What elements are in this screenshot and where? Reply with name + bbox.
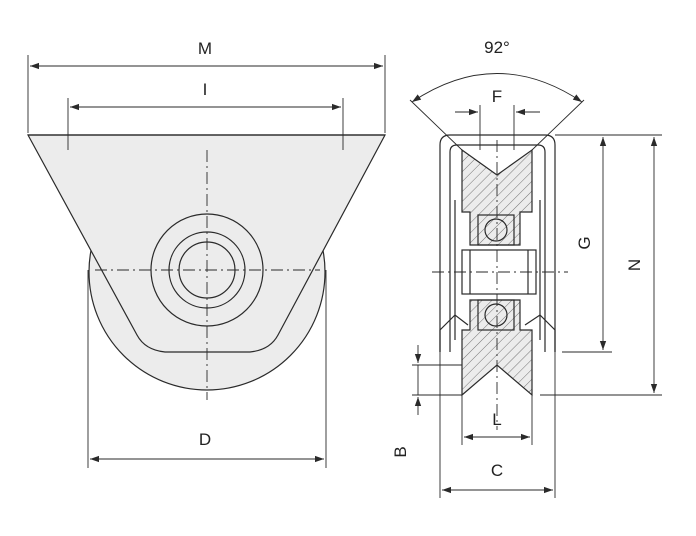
label-angle: 92° <box>484 38 510 57</box>
label-b: B <box>391 446 410 457</box>
bearing-bottom <box>477 299 515 331</box>
label-l: L <box>492 410 501 429</box>
label-i: I <box>203 80 208 99</box>
label-n: N <box>625 259 644 271</box>
front-view: M I D <box>26 39 387 468</box>
label-f: F <box>492 87 502 106</box>
bracket-channel <box>439 134 556 352</box>
dimension-angle <box>411 73 583 103</box>
bearing-top <box>477 214 515 246</box>
side-view: 92° F G N L C B <box>391 38 662 498</box>
label-c: C <box>491 461 503 480</box>
label-d: D <box>199 430 211 449</box>
label-m: M <box>198 39 212 58</box>
bracket-outline <box>26 134 387 353</box>
label-g: G <box>575 236 594 249</box>
